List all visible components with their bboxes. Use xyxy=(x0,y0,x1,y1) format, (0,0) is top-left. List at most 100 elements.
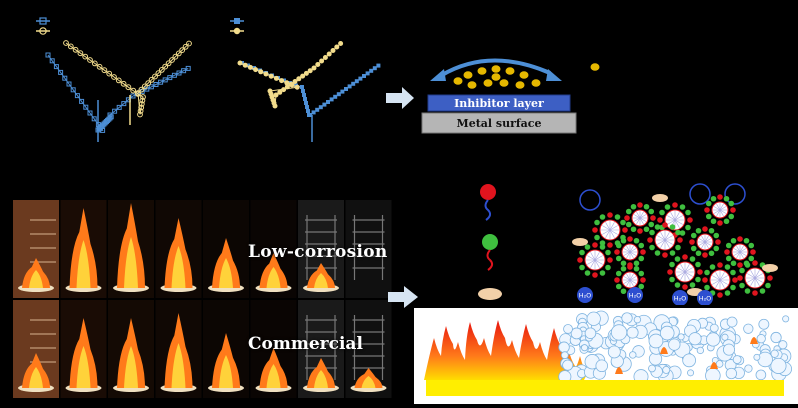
inhibitor-particles xyxy=(453,65,541,89)
data-point xyxy=(181,68,187,74)
foam-bubble xyxy=(743,323,754,334)
data-point xyxy=(333,94,338,99)
foam-bubble xyxy=(715,360,724,368)
foam-bubble xyxy=(770,349,779,358)
foam-bubble xyxy=(633,315,642,324)
particle-legend-icon xyxy=(590,63,600,71)
foam-bubble xyxy=(782,315,790,323)
foam-bubble xyxy=(668,338,681,351)
foam-bubble xyxy=(629,351,637,359)
data-point xyxy=(319,58,325,64)
data-point xyxy=(158,67,165,73)
data-point xyxy=(148,84,154,90)
data-point xyxy=(334,44,340,50)
data-point xyxy=(125,84,132,91)
data-point xyxy=(326,51,332,57)
data-point xyxy=(369,68,374,73)
inhibitor-mechanism: Inhibitor layer Metal surface xyxy=(386,58,577,134)
legend-left xyxy=(36,17,50,35)
data-point xyxy=(106,70,113,77)
data-point xyxy=(315,107,320,112)
data-point xyxy=(322,55,328,60)
data-point xyxy=(242,62,248,68)
data-point xyxy=(83,104,89,110)
data-point xyxy=(77,50,84,57)
data-point xyxy=(308,113,312,117)
data-point xyxy=(140,94,146,100)
inhibitor-particle xyxy=(483,79,493,87)
micelle-icon xyxy=(704,194,736,226)
inhibitor-particle xyxy=(467,81,477,89)
inhibitor-particle xyxy=(453,77,463,85)
data-point xyxy=(281,87,287,93)
data-point xyxy=(302,93,306,97)
water-label: H₂O xyxy=(699,295,712,303)
data-point xyxy=(185,65,191,71)
arrow-right-icon xyxy=(388,286,418,308)
data-point xyxy=(311,65,317,71)
data-point xyxy=(292,79,298,84)
water-molecule-icon xyxy=(697,290,713,305)
data-point xyxy=(344,87,348,91)
data-point xyxy=(87,57,93,63)
data-point xyxy=(74,93,80,99)
anionic-surfactant-icon xyxy=(480,184,496,221)
polarization-plot-right xyxy=(230,18,381,142)
data-point xyxy=(111,74,117,80)
data-point xyxy=(82,53,89,60)
legend-filled-square-icon xyxy=(234,18,240,24)
data-point xyxy=(172,53,179,60)
data-point xyxy=(351,81,356,86)
inhibitor-particle xyxy=(515,81,525,89)
data-point xyxy=(247,64,253,70)
inhibitor-particle xyxy=(477,67,487,75)
data-point xyxy=(120,80,127,87)
foam-bubble xyxy=(696,346,705,355)
foam-bubble xyxy=(570,327,583,340)
foam-bubble xyxy=(648,364,656,373)
data-point xyxy=(301,89,305,93)
foam-bubble xyxy=(757,351,773,368)
additive-particle-icon xyxy=(652,194,668,202)
data-point xyxy=(294,84,300,90)
data-point xyxy=(330,48,336,53)
curved-arrow-head-left-icon xyxy=(430,69,446,81)
data-point xyxy=(53,64,59,70)
foam-bubble xyxy=(721,333,729,341)
fire-test-photos-low-corrosion xyxy=(13,200,392,298)
arrow-right-icon xyxy=(386,87,414,109)
data-point xyxy=(130,93,136,99)
data-point xyxy=(158,79,164,85)
additive-particle-icon xyxy=(478,288,502,300)
foam-bubble xyxy=(770,357,787,374)
data-point xyxy=(116,104,122,110)
foam-bubble xyxy=(621,312,633,324)
low-corrosion-label: Low-corrosion xyxy=(248,242,388,262)
foam-svg xyxy=(424,310,793,396)
inhibitor-particle xyxy=(499,79,509,87)
foam-bubble xyxy=(706,332,721,347)
foam-bubble xyxy=(688,332,702,346)
data-point xyxy=(171,72,177,78)
inhibitor-particle xyxy=(531,79,541,87)
data-point xyxy=(135,90,141,96)
foam-bubble xyxy=(610,324,628,341)
curved-arrow xyxy=(440,58,551,77)
foam-bubble xyxy=(584,327,597,339)
bubble-icon xyxy=(689,183,711,205)
inhibitor-particle xyxy=(519,71,529,79)
data-point xyxy=(329,97,334,102)
water-molecule-icon xyxy=(672,290,688,305)
additive-particle-icon xyxy=(572,238,588,246)
data-point xyxy=(304,101,308,105)
foam-suppression-illustration xyxy=(414,308,798,404)
data-point xyxy=(318,105,323,110)
data-point xyxy=(284,80,290,86)
foam-bubble xyxy=(756,334,766,344)
foam-bubble xyxy=(687,369,695,377)
metal-surface-label: Metal surface xyxy=(457,117,542,130)
data-point xyxy=(165,60,172,67)
data-point xyxy=(326,100,330,104)
additive-particle-icon xyxy=(762,264,778,272)
data-point xyxy=(91,60,98,67)
